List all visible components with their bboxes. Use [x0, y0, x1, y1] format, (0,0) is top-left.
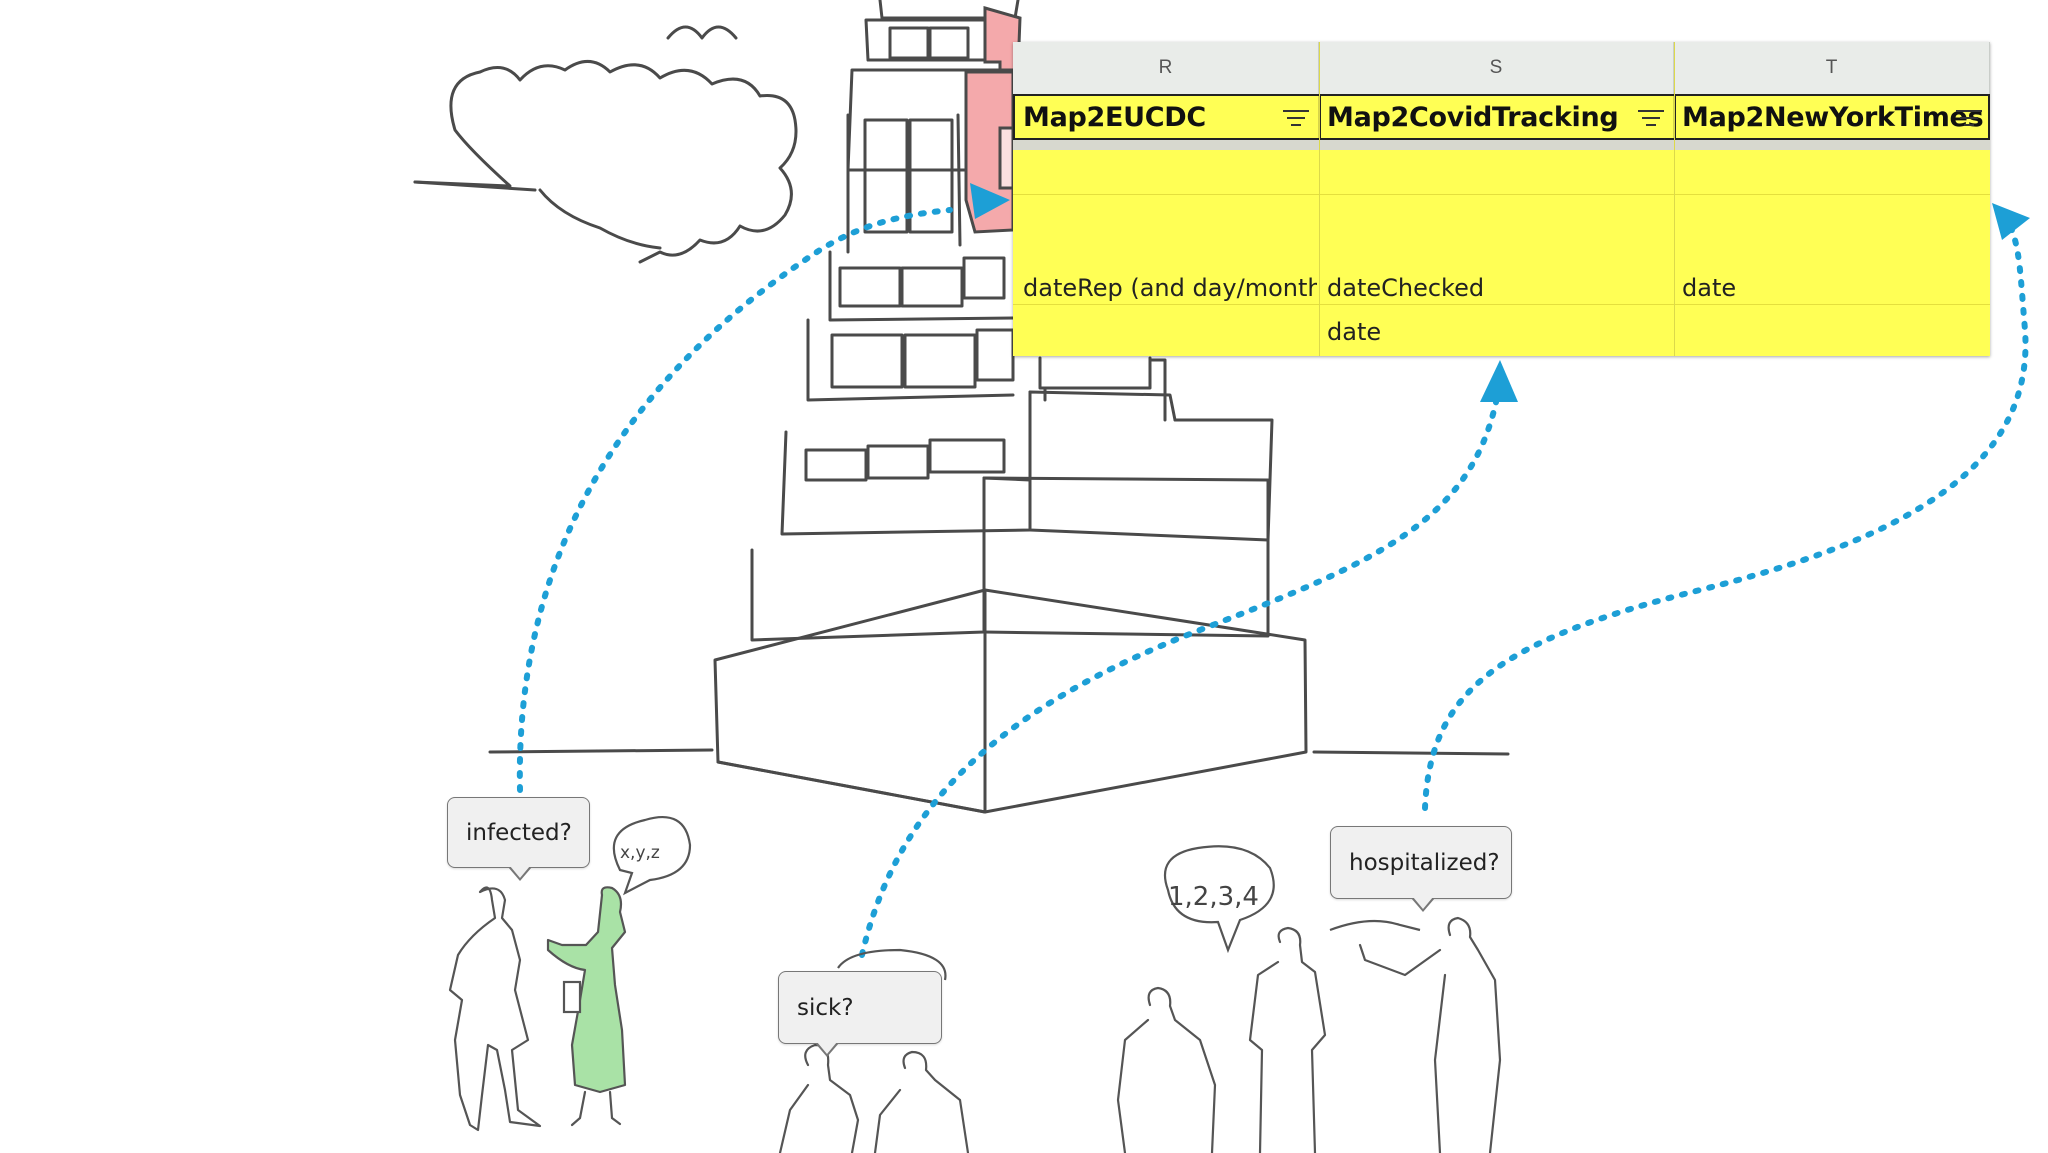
spreadsheet-panel: R S T Map2EUCDC Map2CovidTracking Map2Ne…	[1013, 42, 1990, 356]
bubble-hospitalized-text: hospitalized?	[1349, 849, 1500, 876]
cell-t-date[interactable]: date	[1682, 274, 1737, 302]
column-header-r[interactable]: R	[1013, 42, 1319, 94]
cell-s-datechecked[interactable]: dateChecked	[1327, 274, 1485, 302]
column-divider	[1674, 42, 1675, 356]
arrowhead-icon	[1992, 203, 2030, 240]
scribble-xyz: x,y,z	[620, 843, 660, 863]
bubble-sick-text: sick?	[797, 994, 854, 1021]
filter-icon[interactable]	[1956, 110, 1982, 128]
header-label-map2covidtracking: Map2CovidTracking	[1327, 102, 1619, 133]
bubble-sick: sick?	[778, 971, 942, 1057]
frozen-row-divider	[1013, 140, 1990, 150]
cell-s-date[interactable]: date	[1327, 318, 1382, 346]
row-divider	[1013, 194, 1990, 195]
column-header-s[interactable]: S	[1319, 42, 1674, 94]
bubble-infected-text: infected?	[466, 819, 572, 846]
header-label-map2newyorktimes: Map2NewYorkTimes	[1682, 102, 1984, 133]
arrow-sick-path	[859, 377, 1503, 958]
column-divider	[1319, 42, 1320, 356]
bubble-infected: infected?	[447, 797, 590, 881]
cell-r-daterep[interactable]: dateRep (and day/month/	[1023, 274, 1317, 302]
arrowhead-icon	[1480, 360, 1518, 402]
cloud-sketch	[413, 60, 798, 264]
arrow-infected-path	[516, 207, 953, 793]
header-label-map2eucdc: Map2EUCDC	[1023, 102, 1206, 133]
bubble-hospitalized: hospitalized?	[1330, 826, 1512, 912]
bubble-tail	[1411, 897, 1435, 912]
header-cell-map2newyorktimes[interactable]	[1674, 94, 1990, 140]
bubble-tail	[815, 1042, 839, 1057]
filter-icon[interactable]	[1638, 110, 1664, 128]
column-header-t[interactable]: T	[1674, 42, 1990, 94]
scribble-numbers: 1,2,3,4	[1168, 882, 1259, 912]
bubble-tail	[508, 866, 532, 881]
row-divider	[1013, 304, 1990, 305]
arrowhead-icon	[970, 183, 1010, 219]
sheet-body	[1013, 150, 1990, 356]
filter-icon[interactable]	[1283, 110, 1309, 128]
bird-icon	[666, 25, 738, 40]
